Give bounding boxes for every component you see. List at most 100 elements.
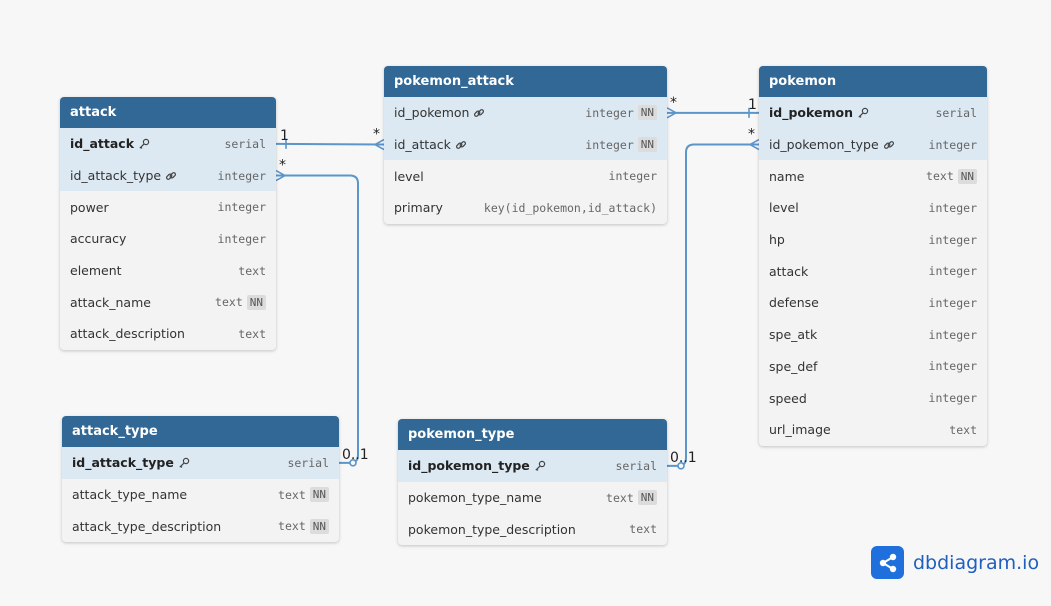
field-type-text: integer xyxy=(928,200,977,215)
field-name-text: id_attack_type xyxy=(72,455,174,471)
field-name-text: attack_type_description xyxy=(72,518,222,534)
optional-marker xyxy=(349,459,357,467)
field-name: attack_description xyxy=(70,326,185,341)
cardinality-from: 0..1 xyxy=(342,447,369,463)
optional-marker xyxy=(677,462,685,470)
field-name-text: url_image xyxy=(769,422,831,438)
relationship-0[interactable] xyxy=(275,138,385,151)
field-row[interactable]: url_image text xyxy=(759,414,987,446)
table-header[interactable]: attack_type xyxy=(62,416,339,447)
field-type-text: integer xyxy=(585,105,634,120)
table-header[interactable]: pokemon xyxy=(759,66,987,97)
not-null-badge: NN xyxy=(309,518,329,534)
field-row[interactable]: level integer xyxy=(384,160,667,192)
field-name-text: id_pokemon xyxy=(394,105,470,121)
field-type-text: integer xyxy=(217,231,266,246)
field-name: primary xyxy=(394,200,443,215)
field-name: id_attack_type xyxy=(72,455,190,470)
cardinality-from: 1 xyxy=(748,97,757,113)
field-type-text: serial xyxy=(935,105,977,120)
not-null-badge: NN xyxy=(309,487,329,503)
many-marker xyxy=(374,138,385,151)
field-type: integer xyxy=(929,359,977,373)
field-type-text: serial xyxy=(224,136,266,151)
field-type-text: serial xyxy=(615,458,657,473)
field-type-text: integer xyxy=(608,169,657,184)
field-name: spe_def xyxy=(769,359,817,374)
field-name-text: name xyxy=(769,168,805,184)
table-header[interactable]: pokemon_type xyxy=(398,419,667,450)
field-type: serial xyxy=(615,459,657,473)
field-row[interactable]: id_attack_type integer xyxy=(60,159,276,192)
field-name-text: element xyxy=(70,263,122,279)
field-row[interactable]: id_pokemon serial xyxy=(759,97,987,129)
field-name: attack xyxy=(769,264,808,279)
field-name-text: id_pokemon xyxy=(769,105,853,121)
field-type: integer xyxy=(218,169,266,183)
field-name: id_pokemon_type xyxy=(769,137,895,152)
field-name: hp xyxy=(769,232,785,247)
cardinality-from: 0..1 xyxy=(670,450,697,466)
field-type: text xyxy=(949,423,977,437)
field-type-text: text xyxy=(926,169,954,184)
field-name-text: defense xyxy=(769,295,819,311)
field-name-text: level xyxy=(394,168,424,184)
not-null-badge: NN xyxy=(637,105,657,121)
many-marker xyxy=(749,138,760,151)
field-name-text: level xyxy=(769,200,799,216)
key-icon xyxy=(178,457,190,469)
field-row[interactable]: id_attack serial xyxy=(60,128,276,160)
field-row[interactable]: spe_def integer xyxy=(759,351,987,383)
cardinality-to: * xyxy=(279,158,286,174)
not-null-badge: NN xyxy=(246,294,266,310)
field-row[interactable]: level integer xyxy=(759,192,987,224)
field-name: id_attack xyxy=(70,136,150,151)
not-null-badge: NN xyxy=(637,137,657,153)
link-icon xyxy=(165,170,177,182)
not-null-badge: NN xyxy=(957,168,977,184)
link-icon xyxy=(883,139,895,151)
field-row[interactable]: spe_atk integer xyxy=(759,319,987,351)
field-name: id_attack_type xyxy=(70,168,177,183)
table-header[interactable]: attack xyxy=(60,97,276,128)
relationship-1[interactable] xyxy=(666,107,759,119)
relationship-3[interactable] xyxy=(667,138,760,470)
brand-logo[interactable]: dbdiagram.io xyxy=(871,546,1039,579)
table-header[interactable]: pokemon_attack xyxy=(384,66,667,97)
field-type-text: integer xyxy=(928,327,977,342)
field-name-text: pokemon_type_description xyxy=(408,521,576,537)
field-type-text: text xyxy=(278,487,306,502)
field-type-text: text xyxy=(949,422,977,437)
field-name: url_image xyxy=(769,422,831,437)
field-name-text: attack_name xyxy=(70,294,151,310)
field-name: spe_atk xyxy=(769,327,817,342)
